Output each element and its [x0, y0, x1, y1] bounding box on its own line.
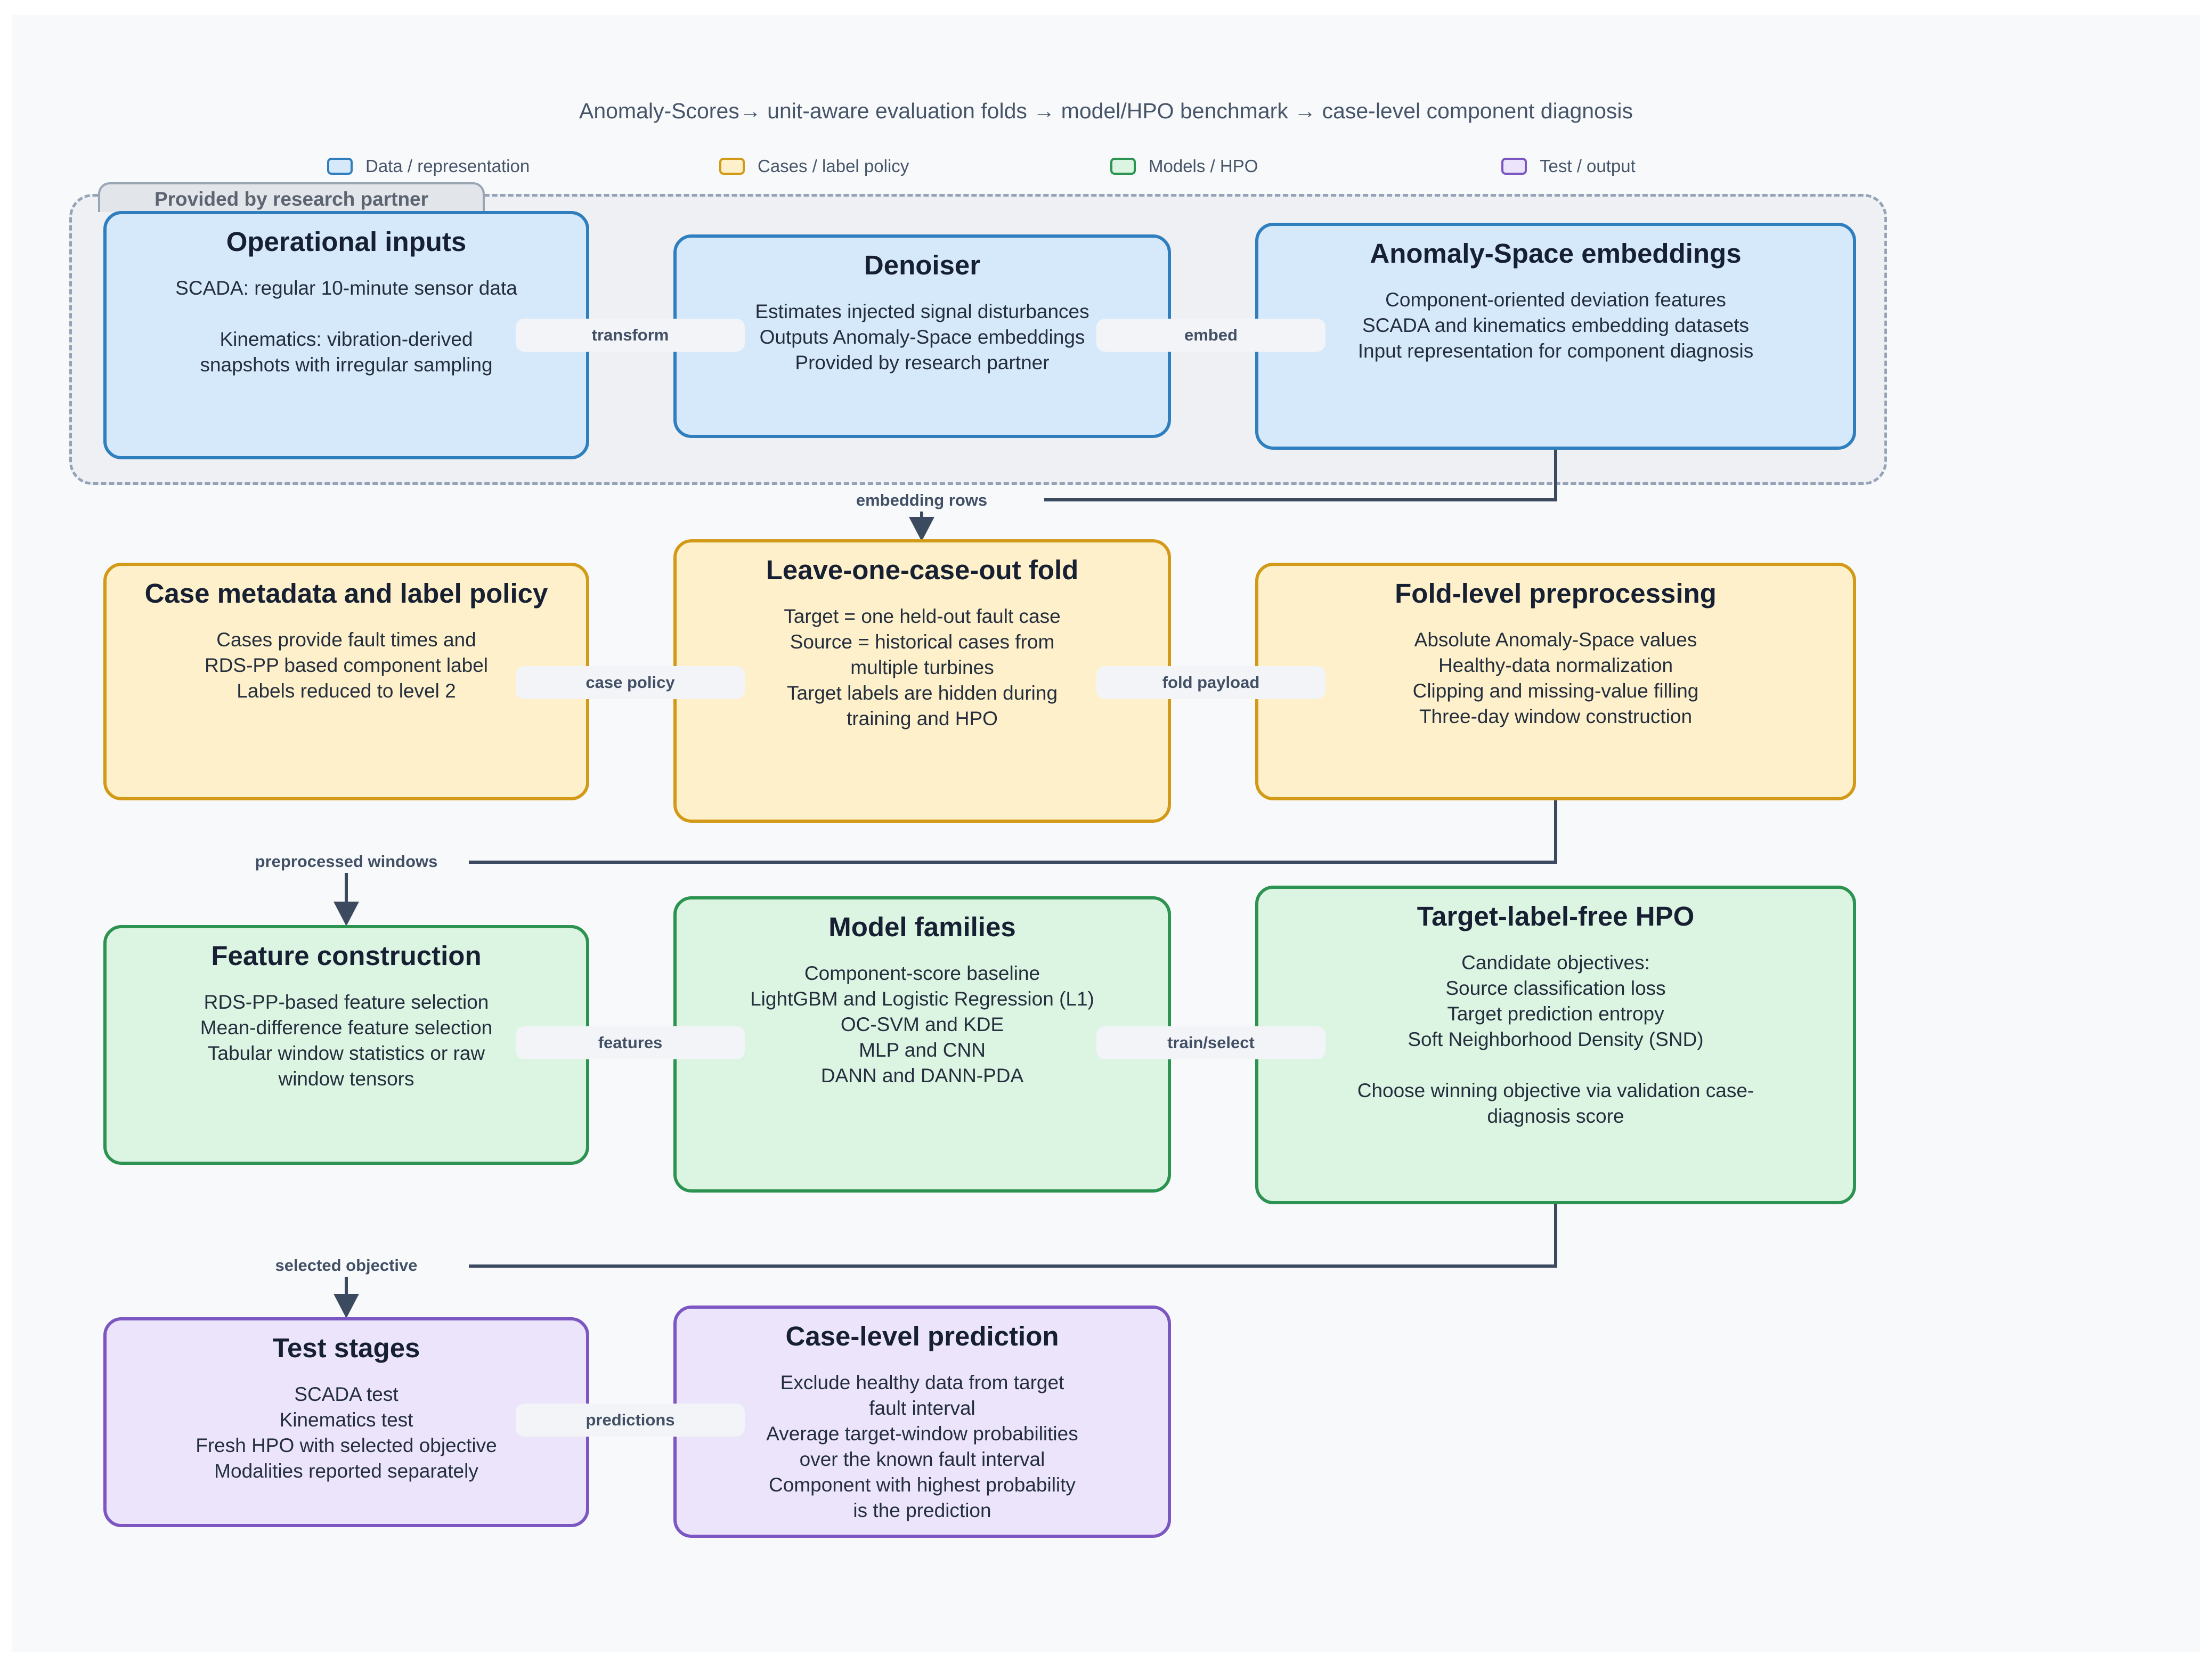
- node-target-label-free-hpo: Target-label-free HPO Candidate objectiv…: [1255, 886, 1856, 1204]
- edge-label-fold-payload: fold payload: [1096, 666, 1325, 699]
- node-anomaly-space-embeddings: Anomaly-Space embeddings Component-orien…: [1255, 223, 1856, 450]
- node-test-stages: Test stages SCADA test Kinematics test F…: [103, 1317, 589, 1527]
- node-title: Fold-level preprocessing: [1395, 578, 1717, 609]
- node-line: Average target-window probabilities: [766, 1423, 1078, 1445]
- node-line: Component-oriented deviation features: [1385, 289, 1726, 311]
- node-line: snapshots with irregular sampling: [200, 354, 493, 376]
- legend-item-models: Models / HPO: [1110, 156, 1258, 177]
- node-line: Three-day window construction: [1419, 706, 1693, 727]
- node-line: Absolute Anomaly-Space values: [1414, 629, 1697, 651]
- node-leave-one-case-out-fold: Leave-one-case-out fold Target = one hel…: [673, 539, 1171, 823]
- arrowhead-preprocessed-windows: [334, 902, 359, 926]
- node-line: window tensors: [278, 1068, 414, 1090]
- node-line: Input representation for component diagn…: [1357, 340, 1754, 362]
- edge-label-embed: embed: [1096, 319, 1325, 352]
- node-line: Component-score baseline: [804, 962, 1040, 984]
- node-case-level-prediction: Case-level prediction Exclude healthy da…: [673, 1306, 1171, 1538]
- node-case-metadata: Case metadata and label policy Cases pro…: [103, 563, 589, 800]
- diagram-title: Anomaly-Scores→ unit-aware evaluation fo…: [579, 99, 1633, 123]
- node-title: Operational inputs: [226, 226, 467, 257]
- legend-swatch-blue: [327, 158, 353, 175]
- node-line: DANN and DANN-PDA: [820, 1065, 1024, 1087]
- node-line: Modalities reported separately: [214, 1460, 478, 1482]
- edge-label-preprocessed-windows: preprocessed windows: [224, 850, 469, 873]
- connector-preprocessed-windows: [345, 799, 1557, 906]
- node-line: Mean-difference feature selection: [200, 1017, 493, 1039]
- edge-label-transform: transform: [516, 319, 745, 352]
- node-line: Clipping and missing-value filling: [1412, 680, 1699, 702]
- node-line: Choose winning objective via validation …: [1357, 1080, 1754, 1101]
- node-line: Provided by research partner: [795, 352, 1050, 374]
- node-line: Labels reduced to level 2: [237, 680, 456, 702]
- node-title: Model families: [828, 912, 1016, 942]
- edge-label-selected-objective: selected objective: [224, 1254, 469, 1277]
- node-title: Target-label-free HPO: [1417, 901, 1695, 931]
- edge-label-case-policy: case policy: [516, 666, 745, 699]
- node-operational-inputs: Operational inputs SCADA: regular 10-min…: [103, 211, 589, 459]
- arrowhead-embedding-rows: [909, 517, 934, 541]
- node-line: RDS-PP-based feature selection: [204, 991, 489, 1013]
- node-line: Estimates injected signal disturbances: [755, 301, 1089, 322]
- node-line: Kinematics test: [279, 1409, 413, 1431]
- node-title: Denoiser: [864, 250, 981, 280]
- legend-label: Data / representation: [365, 156, 530, 176]
- node-line: over the known fault interval: [799, 1448, 1045, 1470]
- node-line: RDS-PP based component label: [204, 654, 489, 676]
- legend-label: Cases / label policy: [758, 156, 909, 176]
- node-line: MLP and CNN: [859, 1039, 986, 1061]
- edge-label-embedding-rows: embedding rows: [799, 489, 1044, 512]
- legend-label: Test / output: [1540, 156, 1636, 176]
- node-line: Exclude healthy data from target: [780, 1372, 1064, 1393]
- connector-selected-objective: [345, 1203, 1557, 1298]
- node-line: Component with highest probability: [769, 1474, 1076, 1496]
- node-title: Case metadata and label policy: [144, 578, 548, 609]
- node-line: training and HPO: [847, 708, 998, 729]
- node-line: multiple turbines: [850, 656, 994, 678]
- node-line: is the prediction: [853, 1499, 991, 1521]
- node-line: Kinematics: vibration-derived: [219, 328, 473, 350]
- node-line: LightGBM and Logistic Regression (L1): [750, 988, 1094, 1010]
- node-title: Test stages: [272, 1333, 420, 1363]
- arrowhead-selected-objective: [334, 1294, 359, 1318]
- node-line: Source classification loss: [1445, 977, 1666, 999]
- node-feature-construction: Feature construction RDS-PP-based featur…: [103, 925, 589, 1165]
- node-line: Cases provide fault times and: [216, 629, 476, 651]
- node-fold-level-preprocessing: Fold-level preprocessing Absolute Anomal…: [1255, 563, 1856, 800]
- node-line: Candidate objectives:: [1461, 952, 1650, 974]
- node-line: diagnosis score: [1487, 1105, 1624, 1127]
- legend-swatch-green: [1110, 158, 1136, 175]
- node-line: SCADA and kinematics embedding datasets: [1362, 314, 1750, 336]
- legend-item-data: Data / representation: [327, 156, 530, 177]
- legend-label: Models / HPO: [1149, 156, 1258, 176]
- node-line: Fresh HPO with selected objective: [196, 1434, 497, 1456]
- node-line: OC-SVM and KDE: [840, 1014, 1004, 1035]
- legend-swatch-amber: [719, 158, 745, 175]
- legend-item-test: Test / output: [1501, 156, 1636, 177]
- node-line: Source = historical cases from: [790, 631, 1055, 653]
- node-title: Anomaly-Space embeddings: [1370, 238, 1742, 269]
- node-line: SCADA test: [294, 1383, 399, 1405]
- legend-item-cases: Cases / label policy: [719, 156, 909, 177]
- node-line: fault interval: [869, 1397, 975, 1419]
- node-denoiser: Denoiser Estimates injected signal distu…: [673, 234, 1171, 438]
- edge-label-predictions: predictions: [516, 1404, 745, 1437]
- edge-label-features: features: [516, 1026, 745, 1059]
- node-title: Leave-one-case-out fold: [766, 555, 1079, 585]
- node-title: Feature construction: [211, 941, 482, 971]
- node-line: Target prediction entropy: [1447, 1003, 1664, 1025]
- node-line: [1258, 1052, 1853, 1078]
- node-line: Healthy-data normalization: [1438, 654, 1673, 676]
- node-line: Soft Neighborhood Density (SND): [1408, 1028, 1704, 1050]
- node-line: Tabular window statistics or raw: [207, 1042, 485, 1064]
- node-title: Case-level prediction: [785, 1321, 1059, 1351]
- node-line: SCADA: regular 10-minute sensor data: [175, 277, 517, 299]
- research-partner-group-label: Provided by research partner: [98, 182, 485, 212]
- node-line: Target = one held-out fault case: [784, 605, 1061, 627]
- edge-label-train-select: train/select: [1096, 1026, 1325, 1059]
- node-line: [107, 301, 586, 327]
- node-line: Outputs Anomaly-Space embeddings: [759, 326, 1085, 348]
- node-line: Target labels are hidden during: [786, 682, 1058, 704]
- legend-swatch-purple: [1501, 158, 1527, 175]
